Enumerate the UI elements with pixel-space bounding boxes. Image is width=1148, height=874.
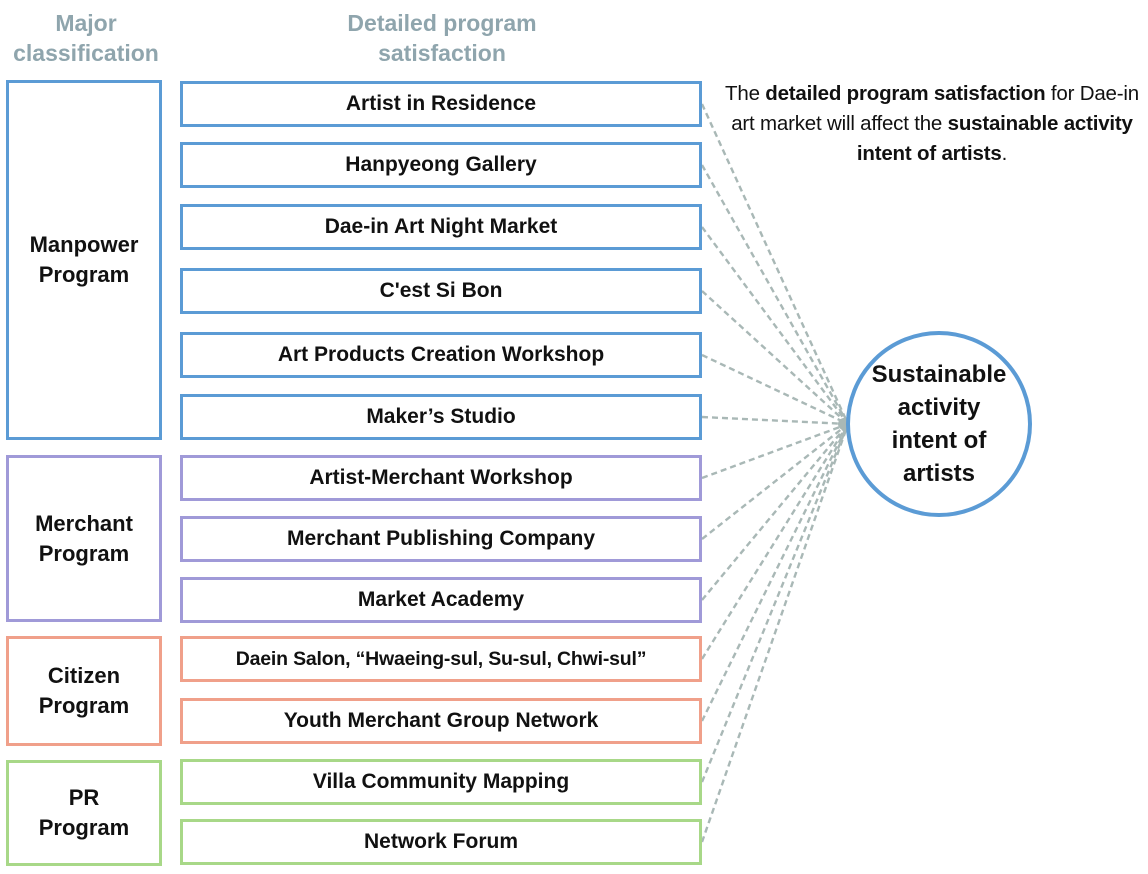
note-bold-1: detailed program satisfaction bbox=[765, 82, 1046, 105]
sustainable-activity-intent-node: Sustainable activity intent of artists bbox=[846, 331, 1032, 517]
connector-line bbox=[700, 423, 850, 843]
program-label: Art Products Creation Workshop bbox=[277, 343, 605, 366]
program-label: Maker’s Studio bbox=[366, 405, 516, 428]
connector-line bbox=[701, 415, 849, 426]
note-text-1: The bbox=[725, 82, 766, 105]
category-label-line2: Program bbox=[38, 540, 130, 566]
connector-line bbox=[700, 423, 850, 722]
category-manpower-program: Manpower Program bbox=[6, 80, 162, 440]
program-label: Hanpyeong Gallery bbox=[345, 153, 537, 176]
connector-line bbox=[701, 353, 849, 426]
target-label-line2: activity bbox=[897, 394, 981, 421]
program-label: Market Academy bbox=[357, 588, 525, 611]
program-box: Merchant Publishing Company bbox=[180, 516, 702, 562]
note-text-3: . bbox=[1001, 142, 1008, 165]
connector-line bbox=[701, 226, 849, 425]
category-label-line1: Citizen bbox=[47, 663, 121, 688]
detail-header-line2: satisfaction bbox=[378, 40, 506, 66]
category-label-line1: Manpower bbox=[29, 232, 139, 257]
major-header-line1: Major bbox=[55, 10, 117, 36]
program-label: Daein Salon, “Hwaeing-sul, Su-sul, Chwi-… bbox=[235, 647, 647, 670]
program-label: Artist-Merchant Workshop bbox=[309, 466, 573, 489]
annotation-note: The detailed program satisfaction for Da… bbox=[716, 79, 1148, 169]
program-label: Network Forum bbox=[363, 830, 518, 853]
program-box: Daein Salon, “Hwaeing-sul, Su-sul, Chwi-… bbox=[180, 636, 702, 682]
program-box: Artist-Merchant Workshop bbox=[180, 455, 702, 501]
category-label-line1: Merchant bbox=[35, 510, 133, 536]
program-box: Art Products Creation Workshop bbox=[180, 332, 702, 378]
category-label-line2: Program bbox=[38, 815, 130, 840]
major-header-line2: classification bbox=[13, 40, 159, 66]
category-merchant-program: Merchant Program bbox=[6, 455, 162, 622]
connector-line bbox=[700, 423, 850, 660]
note-text-2: for Dae-in art market will affect the bbox=[731, 82, 1139, 135]
program-box: Hanpyeong Gallery bbox=[180, 142, 702, 188]
program-label: Youth Merchant Group Network bbox=[283, 709, 599, 732]
major-classification-header: Major classification bbox=[0, 8, 172, 68]
program-label: Artist in Residence bbox=[345, 92, 537, 115]
program-label: C'est Si Bon bbox=[379, 279, 503, 302]
category-label-line2: Program bbox=[38, 693, 130, 718]
connector-line bbox=[700, 164, 850, 425]
connector-line bbox=[701, 423, 849, 601]
target-label-line1: Sustainable bbox=[871, 361, 1007, 388]
connector-line bbox=[700, 423, 850, 783]
category-citizen-program: Citizen Program bbox=[6, 636, 162, 746]
note-bold-2: sustainable activity intent of artists bbox=[856, 112, 1133, 165]
category-label-line1: PR bbox=[68, 785, 100, 810]
program-box: Dae-in Art Night Market bbox=[180, 204, 702, 250]
program-box: Maker’s Studio bbox=[180, 394, 702, 440]
program-box: Network Forum bbox=[180, 819, 702, 865]
program-box: C'est Si Bon bbox=[180, 268, 702, 314]
detail-header-line1: Detailed program bbox=[347, 10, 537, 36]
connector-line bbox=[701, 290, 849, 425]
detailed-program-header: Detailed program satisfaction bbox=[178, 8, 706, 68]
program-box: Market Academy bbox=[180, 577, 702, 623]
connector-line bbox=[701, 422, 849, 480]
program-box: Villa Community Mapping bbox=[180, 759, 702, 805]
category-pr-program: PR Program bbox=[6, 760, 162, 866]
connector-line bbox=[700, 103, 850, 425]
program-label: Merchant Publishing Company bbox=[286, 527, 596, 550]
category-label-line2: Program bbox=[38, 262, 130, 287]
target-label-line4: artists bbox=[902, 460, 976, 487]
target-label-line3: intent of bbox=[891, 427, 987, 454]
program-label: Villa Community Mapping bbox=[312, 770, 570, 793]
connector-line bbox=[701, 423, 849, 540]
program-label: Dae-in Art Night Market bbox=[324, 215, 558, 238]
program-box: Youth Merchant Group Network bbox=[180, 698, 702, 744]
program-box: Artist in Residence bbox=[180, 81, 702, 127]
